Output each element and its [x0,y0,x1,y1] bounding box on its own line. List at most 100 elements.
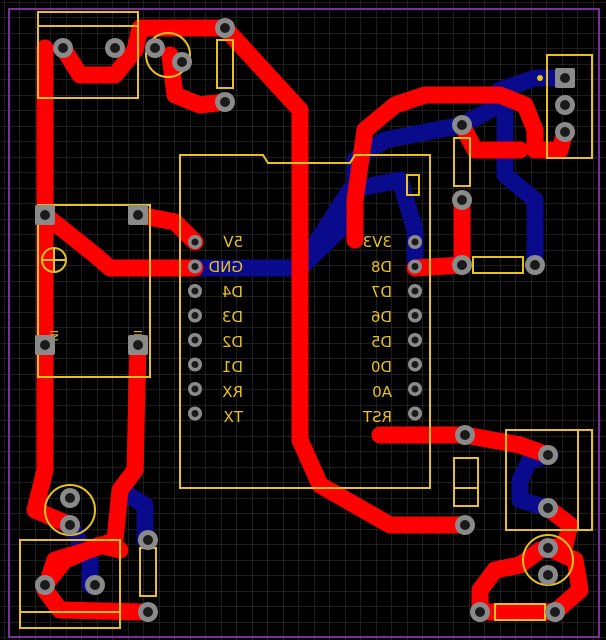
resistor-right-vertical-pad-2-hole [457,195,467,205]
esp-pin-left-4-hole [191,336,199,344]
esp-pin-right-3 [408,308,422,323]
capacitor-top-pad-1 [145,38,165,58]
connector-bottom-left-pad-2 [85,575,105,595]
connector-top-right-pad-1 [555,68,575,88]
pin-label-right-4: D5 [371,333,392,351]
esp-pin-left-6 [188,382,202,396]
esp-pin-right-0 [408,235,422,249]
connector-right-outline [505,429,593,531]
regulator-pad-2 [128,205,148,225]
regulator-pad-2-hole [133,210,143,220]
resistor-bottom-left-pad-2-hole [143,607,153,617]
esp-pin-right-2 [408,284,422,298]
esp-pin-left-7-hole [191,410,199,417]
pin-label-left-2: D4 [222,283,243,301]
esp-module-outline [179,154,431,489]
pin-label-right-7: RST [362,408,392,426]
capacitor-bottom-right-pad-2-hole [543,570,553,580]
pin1-marker [537,75,543,81]
resistor-right-vertical-pad-2 [452,190,472,210]
pin-label-right-5: D0 [371,358,392,376]
pin-label-left-1: GND [209,258,243,276]
esp-pin-left-3-hole [191,312,199,319]
connector-top-right-outline [546,54,593,159]
esp-pin-right-4 [408,333,422,347]
esp-pin-right-1 [408,259,422,274]
esp-pin-right-4-hole [411,336,419,344]
connector-bottom-left-pad-2-hole [90,580,100,590]
regulator-pad-1-hole [40,210,50,220]
top-trace-rst-loop [371,426,557,464]
pin-label-left-7: TX [224,408,244,426]
connector-right-pad-1 [538,445,558,465]
resistor-right-horizontal-pad-1-hole [457,260,467,270]
capacitor-bottom-right-pad-1-hole [543,543,553,553]
resistor-bottom-right-pad-2-hole [550,607,560,617]
resistor-bottom-left-pad-1-hole [143,535,153,545]
regulator-outline [37,204,151,378]
resistor-right-horizontal-outline [472,256,524,274]
esp-pin-left-0 [188,235,202,249]
esp-pin-right-5-hole [411,361,419,368]
pin-label-right-6: A0 [372,383,392,401]
resistor-right-vertical-pad-1-hole [457,120,467,130]
regulator-pad-4 [128,335,148,355]
connector-top-left-pad-2 [105,38,125,58]
connector-top-right-pad-3-hole [560,127,570,137]
top-trace-cap-top [161,46,234,114]
connector-bottom-left-pad-1-hole [40,580,50,590]
capacitor-top-pad-2 [172,52,192,72]
esp-pin-left-1 [188,259,202,274]
pads-layer [35,18,575,622]
capacitor-bottom-left-pad-2-hole [65,520,75,530]
resistor-top-outline [216,39,234,89]
esp-pin-left-3 [188,308,202,323]
resistor-right-middle-pad-2-hole [460,520,470,530]
esp-pin-right-5 [408,357,422,372]
regulator-pad-3 [35,335,55,355]
resistor-right-vertical-pad-1 [452,115,472,135]
esp-pin-right-7 [408,406,422,421]
resistor-bottom-left-pad-2 [138,602,158,622]
esp-pin-left-5 [188,357,202,372]
regulator-pad-3-hole [40,340,50,350]
pin-label-left-5: D1 [222,358,243,376]
resistor-right-middle-pad-1 [455,425,475,445]
connector-right-pad-2 [538,498,558,518]
pin-label-right-1: D8 [371,258,392,276]
esp-pin-left-2-hole [191,287,199,295]
esp-pin-left-4 [188,333,202,347]
bottom-trace-left-lower [111,481,154,549]
esp-module-marker [406,174,420,196]
connector-top-left-outline [37,11,139,99]
pin-label-left-6: RX [222,383,243,401]
connector-top-left-pad-2-hole [110,43,120,53]
esp-pin-right-0-hole [411,238,419,246]
pin-label-left-0: 5V [222,233,243,251]
connector-bottom-left-pad-1 [35,575,55,595]
resistor-bottom-right-pad-2 [545,602,565,622]
esp-pin-left-6-hole [191,385,199,393]
connector-top-right-pad-1-hole [560,73,570,83]
esp-pin-left-2 [188,284,202,298]
capacitor-top-pad-1-hole [150,43,160,53]
resistor-right-middle-pad-2 [455,515,475,535]
resistor-bottom-right-pad-1-hole [475,607,485,617]
regulator-pad-1 [35,205,55,225]
esp-pin-left-1-hole [191,263,199,270]
resistor-top-pad-2 [215,92,235,112]
board-outline [8,8,600,638]
connector-top-right-pad-2-hole [560,100,570,110]
resistor-right-horizontal-pad-1 [452,255,472,275]
top-trace-3v3-loop [346,86,574,249]
pin-label-right-0: 3V3 [363,233,392,251]
resistor-top-pad-1 [215,18,235,38]
esp-pin-right-1-hole [411,263,419,270]
esp-pin-left-7 [188,406,202,421]
capacitor-bottom-left-pad-1-hole [65,493,75,503]
regulator-pad-4-hole [133,340,143,350]
esp-pin-right-6 [408,382,422,396]
esp-pin-left-0-hole [191,238,199,246]
